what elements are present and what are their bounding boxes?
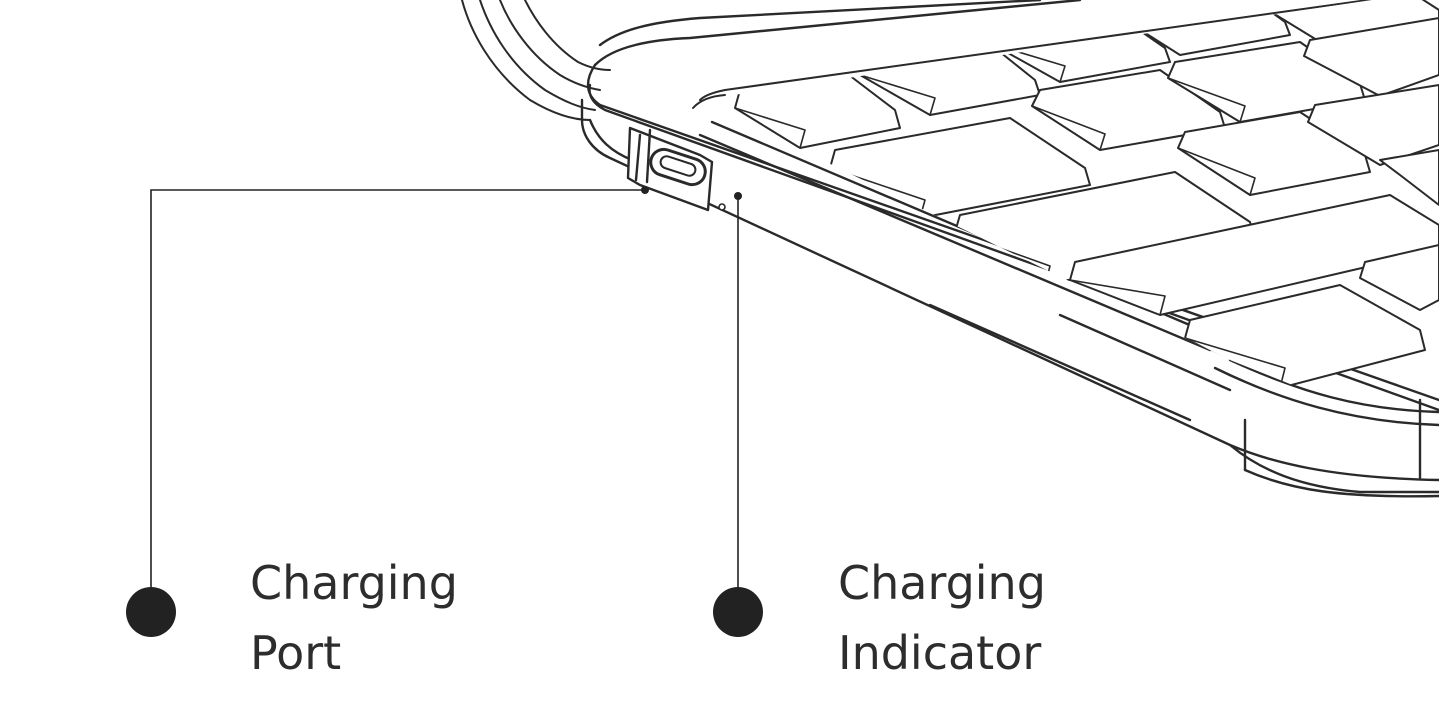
indicator-led-icon [718, 203, 726, 211]
charging-port-label: Charging Port [250, 548, 458, 688]
callout-anchors [641, 186, 742, 200]
charging-indicator-label-line1: Charging [838, 556, 1046, 610]
hinge-strap [461, 0, 611, 121]
charging-port-label-line2: Port [250, 626, 342, 680]
anchor-dot-indicator [734, 192, 742, 200]
leader-line-port [150, 189, 645, 612]
callout-markers [126, 587, 763, 637]
charging-indicator-label: Charging Indicator [838, 548, 1046, 688]
keyboard-keys [734, 0, 1439, 389]
charging-port-label-line1: Charging [250, 556, 458, 610]
anchor-dot-port [641, 186, 649, 194]
marker-dot-indicator [713, 587, 763, 637]
charging-indicator-label-line2: Indicator [838, 626, 1042, 680]
usb-c-port-icon [649, 147, 707, 187]
marker-dot-port [126, 587, 176, 637]
callout-leaders [150, 189, 739, 612]
key-tray [692, 0, 1375, 109]
